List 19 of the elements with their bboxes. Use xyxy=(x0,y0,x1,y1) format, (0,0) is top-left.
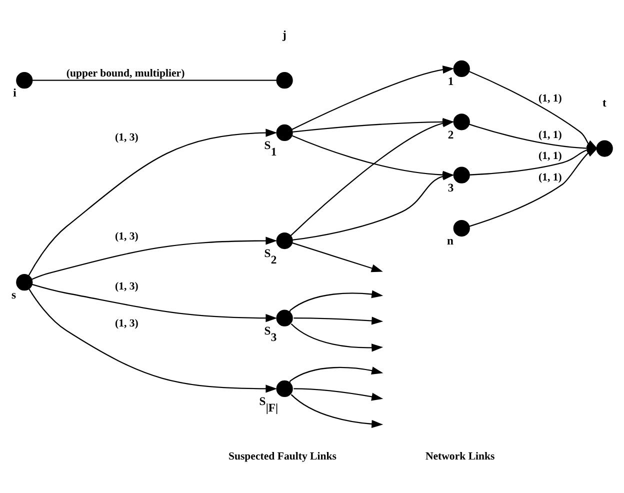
edge-label: (1, 1) xyxy=(538,170,562,183)
label: Network Links xyxy=(425,450,495,462)
node-label: i xyxy=(13,86,16,100)
node-label: n xyxy=(447,234,454,248)
edge-label: (1, 3) xyxy=(115,317,138,330)
node-label: 1 xyxy=(448,74,454,88)
node-label: 2 xyxy=(448,128,454,141)
node-label: 3 xyxy=(448,180,454,194)
node-label: s xyxy=(12,288,16,302)
edge-label: (1, 1) xyxy=(538,92,562,104)
edge-label: (1, 3) xyxy=(115,230,138,242)
edge-label: (1, 1) xyxy=(538,149,562,162)
edge-label: (1, 1) xyxy=(538,128,562,141)
edge-label: (1, 3) xyxy=(115,131,138,144)
node-label: j xyxy=(282,28,286,42)
edge-label: (1, 3) xyxy=(115,280,138,292)
label: Suspected Faulty Links xyxy=(228,450,336,462)
node-label: t xyxy=(602,96,606,110)
edge-label: (upper bound, multiplier) xyxy=(66,67,185,80)
